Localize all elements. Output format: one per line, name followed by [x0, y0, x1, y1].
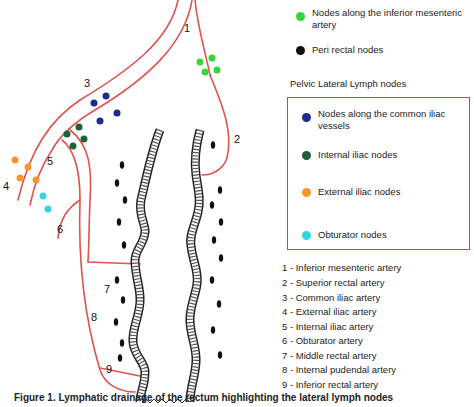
legend-text: External iliac nodes [318, 186, 466, 198]
lymph-node [115, 179, 119, 187]
lymph-node [218, 186, 222, 194]
key-entry: 6 - Obturator artery [282, 335, 472, 347]
legend-swatch [302, 231, 311, 240]
lymph-node [115, 276, 119, 284]
callout-number: 7 [104, 283, 124, 295]
lymph-node [91, 100, 98, 107]
legend-text: Nodes along the common iliac vessels [318, 108, 466, 132]
lymph-node [117, 218, 121, 226]
lymph-node [120, 161, 124, 169]
legend-text: Obturator nodes [318, 229, 466, 241]
legend-swatch [302, 113, 311, 122]
lymph-node [17, 175, 24, 182]
external-iliac-nodes [12, 157, 40, 184]
rectal-wall-left-inner [133, 130, 160, 402]
lymph-node [118, 354, 122, 362]
rectum [133, 130, 200, 403]
legend-group-box: Pelvic Lateral Lymph nodes [287, 97, 470, 250]
lymph-node [114, 318, 118, 326]
legend-text: Internal iliac nodes [318, 149, 466, 161]
key-entry: 8 - Internal pudendal artery [282, 364, 472, 376]
key-entry: 1 - Inferior mesenteric artery [282, 262, 472, 274]
lymph-node [76, 124, 83, 131]
lymph-node [64, 131, 71, 138]
lymph-node [218, 351, 222, 359]
lymph-node [210, 201, 214, 209]
key-entry: 4 - External iliac artery [282, 306, 472, 318]
group-heading: Pelvic Lateral Lymph nodes [290, 78, 406, 89]
legend-text: Peri rectal nodes [312, 44, 472, 56]
callout-number: 9 [106, 363, 126, 375]
lymph-node [103, 93, 110, 100]
key-entry: 2 - Superior rectal artery [282, 277, 472, 289]
key-entry: 5 - Internal iliac artery [282, 321, 472, 333]
lymph-node [217, 300, 221, 308]
rectal-wall-right [190, 130, 200, 402]
callout-number: 8 [91, 311, 111, 323]
rectal-wall-left [133, 130, 160, 402]
legend-text: Nodes along the inferior mesenteric arte… [312, 7, 472, 31]
legend-swatch [302, 151, 311, 160]
common-iliac-nodes [91, 93, 121, 125]
obturator-nodes [40, 193, 52, 213]
lymph-node [211, 141, 215, 149]
key-entry: 9 - Inferior rectal artery [282, 379, 472, 391]
ima-nodes [197, 55, 221, 76]
callout-number: 5 [47, 155, 67, 167]
lymph-node [214, 67, 221, 74]
rectal-wall-left-hatch [133, 130, 160, 402]
lymph-node [97, 118, 104, 125]
callout-number: 1 [184, 22, 204, 34]
figure-caption: Figure 1. Lymphatic drainage of the rect… [14, 392, 393, 404]
lymph-node [123, 196, 127, 204]
lymph-node [81, 136, 88, 143]
internal-pudendal-artery [62, 140, 135, 392]
peri-rectal-nodes [114, 141, 223, 362]
lymph-node [210, 276, 214, 284]
external-iliac-artery [30, 0, 192, 205]
lymph-node [120, 339, 124, 347]
rectal-wall-right-hatch [190, 130, 200, 402]
lymph-node [12, 157, 19, 164]
lymph-node [121, 296, 125, 304]
legend-swatch [302, 188, 311, 197]
superior-rectal-artery [202, 75, 229, 175]
callout-number: 2 [234, 133, 254, 145]
lymph-node [209, 55, 216, 62]
callout-number: 6 [57, 223, 77, 235]
lymph-node [122, 241, 126, 249]
lymph-node [70, 143, 77, 150]
key-entry: 3 - Common iliac artery [282, 292, 472, 304]
key-entry: 7 - Middle rectal artery [282, 350, 472, 362]
lymph-node [40, 193, 47, 200]
lymph-node [33, 177, 40, 184]
legend-swatch [296, 12, 305, 21]
inferior-mesenteric-artery [195, 0, 210, 75]
legend-swatch [296, 46, 305, 55]
internal-iliac-nodes [64, 124, 88, 150]
lymph-node [219, 254, 223, 262]
callout-number: 4 [3, 180, 23, 192]
lymph-node [197, 59, 204, 66]
lymph-node [212, 236, 216, 244]
lymph-node [45, 206, 52, 213]
internal-iliac-artery [70, 130, 91, 262]
lymph-node [211, 326, 215, 334]
callout-number: 3 [84, 77, 104, 89]
lymph-node [219, 218, 223, 226]
common-iliac-artery [18, 0, 178, 200]
lymph-node [25, 164, 32, 171]
rectal-wall-right-inner [190, 130, 200, 402]
lymph-node [202, 69, 209, 76]
lymph-node [114, 110, 121, 117]
obturator-artery [58, 200, 80, 238]
